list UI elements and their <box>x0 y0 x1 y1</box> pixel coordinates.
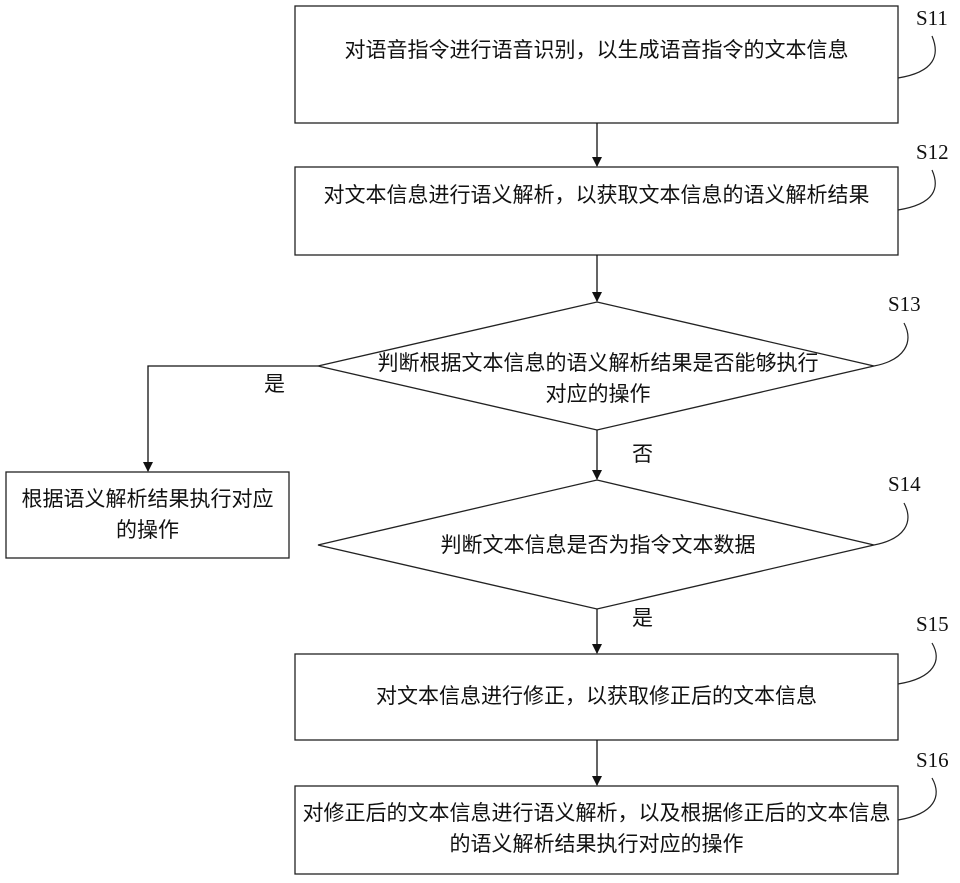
step-s15-label: 对文本信息进行修正，以获取修正后的文本信息 <box>300 681 893 712</box>
decision-s14-label: 判断文本信息是否为指令文本数据 <box>368 530 828 561</box>
branch-s14-yes: 是 <box>632 602 653 632</box>
tag-leader-s15 <box>898 643 936 684</box>
tag-leader-s16 <box>898 778 936 820</box>
branch-s13-no: 否 <box>632 438 653 468</box>
step-s13-id: S13 <box>888 292 921 317</box>
tag-leader-s14 <box>874 503 908 545</box>
tag-leader-s12 <box>898 170 935 210</box>
arrow-s13-side <box>148 366 318 471</box>
step-s11-id: S11 <box>916 6 948 31</box>
step-s14-id: S14 <box>888 472 921 497</box>
side-action-label: 根据语义解析结果执行对应的操作 <box>12 484 283 546</box>
decision-s13-label: 判断根据文本信息的语义解析结果是否能够执行对应的操作 <box>368 348 828 410</box>
tag-leader-s13 <box>874 323 908 366</box>
step-s12-id: S12 <box>916 140 949 165</box>
step-s11-label: 对语音指令进行语音识别，以生成语音指令的文本信息 <box>300 35 893 66</box>
step-s16-id: S16 <box>916 748 949 773</box>
step-s16-label: 对修正后的文本信息进行语义解析，以及根据修正后的文本信息的语义解析结果执行对应的… <box>300 798 893 860</box>
branch-s13-yes: 是 <box>264 368 285 398</box>
step-s15-id: S15 <box>916 612 949 637</box>
step-s12-label: 对文本信息进行语义解析，以获取文本信息的语义解析结果 <box>300 180 893 211</box>
tag-leader-s11 <box>898 36 935 78</box>
